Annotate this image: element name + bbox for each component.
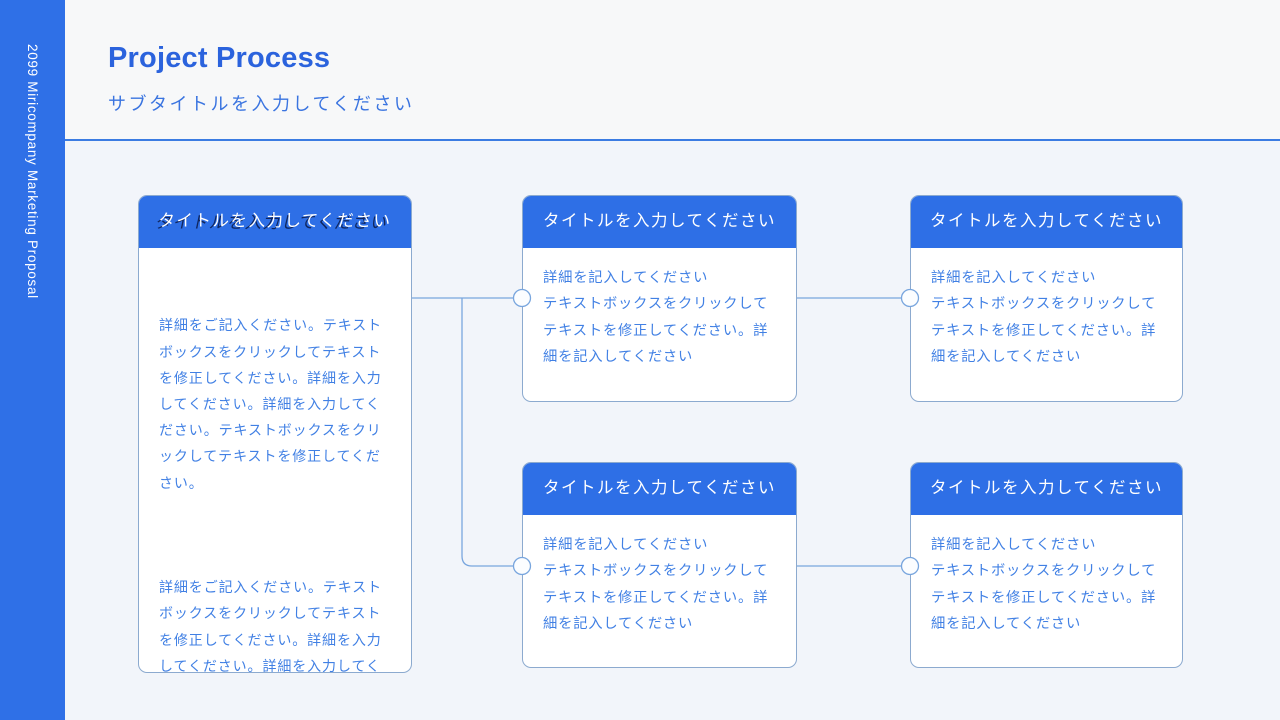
process-card-top-right[interactable]: タイトルを入力してください 詳細を記入してください テキストボックスをクリックし… [910,195,1183,402]
page-subtitle[interactable]: サブタイトルを入力してください [108,94,415,114]
card-top-right-title: タイトルを入力してください [929,212,1163,230]
card-main-paragraph-1: 詳細をご記入ください。テキスト ボックスをクリックしてテキスト を修正してくださ… [159,317,383,491]
header-divider [65,139,1280,141]
card-bottom-middle-title: タイトルを入力してください [542,479,776,497]
connector-main-to-bottom-middle [461,298,513,567]
card-bottom-right-title-bar[interactable]: タイトルを入力してください [911,463,1182,515]
page-title: Project Process [108,42,331,74]
card-top-right-title-bar[interactable]: タイトルを入力してください [911,196,1182,248]
card-bottom-right-title: タイトルを入力してください [929,479,1163,497]
card-top-middle-title: タイトルを入力してください [542,212,776,230]
process-card-bottom-right[interactable]: タイトルを入力してください 詳細を記入してください テキストボックスをクリックし… [910,462,1183,668]
card-top-middle-body[interactable]: 詳細を記入してください テキストボックスをクリックして テキストを修正してくださ… [543,270,769,366]
header: Project Process サブタイトルを入力してください [65,0,1280,139]
process-card-top-middle[interactable]: タイトルを入力してください 詳細を記入してください テキストボックスをクリックし… [522,195,797,402]
card-top-middle-title-bar[interactable]: タイトルを入力してください [523,196,796,248]
card-bottom-right-body[interactable]: 詳細を記入してください テキストボックスをクリックして テキストを修正してくださ… [931,537,1157,633]
card-main-body[interactable]: 詳細をご記入ください。テキスト ボックスをクリックしてテキスト を修正してくださ… [139,248,411,673]
process-card-main[interactable]: タイトルを入力してください タイトルを入力してください 詳細をご記入ください。テ… [138,195,412,673]
sidebar: 2099 Miricompany Marketing Proposal [0,0,65,720]
process-card-bottom-middle[interactable]: タイトルを入力してください 詳細を記入してください テキストボックスをクリックし… [522,462,797,668]
sidebar-label: 2099 Miricompany Marketing Proposal [25,44,40,299]
card-bottom-middle-title-bar[interactable]: タイトルを入力してください [523,463,796,515]
card-bottom-middle-body[interactable]: 詳細を記入してください テキストボックスをクリックして テキストを修正してくださ… [543,537,769,633]
card-main-title-bar[interactable]: タイトルを入力してください タイトルを入力してください [139,196,411,248]
card-main-paragraph-2: 詳細をご記入ください。テキスト ボックスをクリックしてテキスト を修正してくださ… [159,579,383,673]
card-top-right-body[interactable]: 詳細を記入してください テキストボックスをクリックして テキストを修正してくださ… [931,270,1157,366]
card-main-title: タイトルを入力してください [158,212,392,230]
